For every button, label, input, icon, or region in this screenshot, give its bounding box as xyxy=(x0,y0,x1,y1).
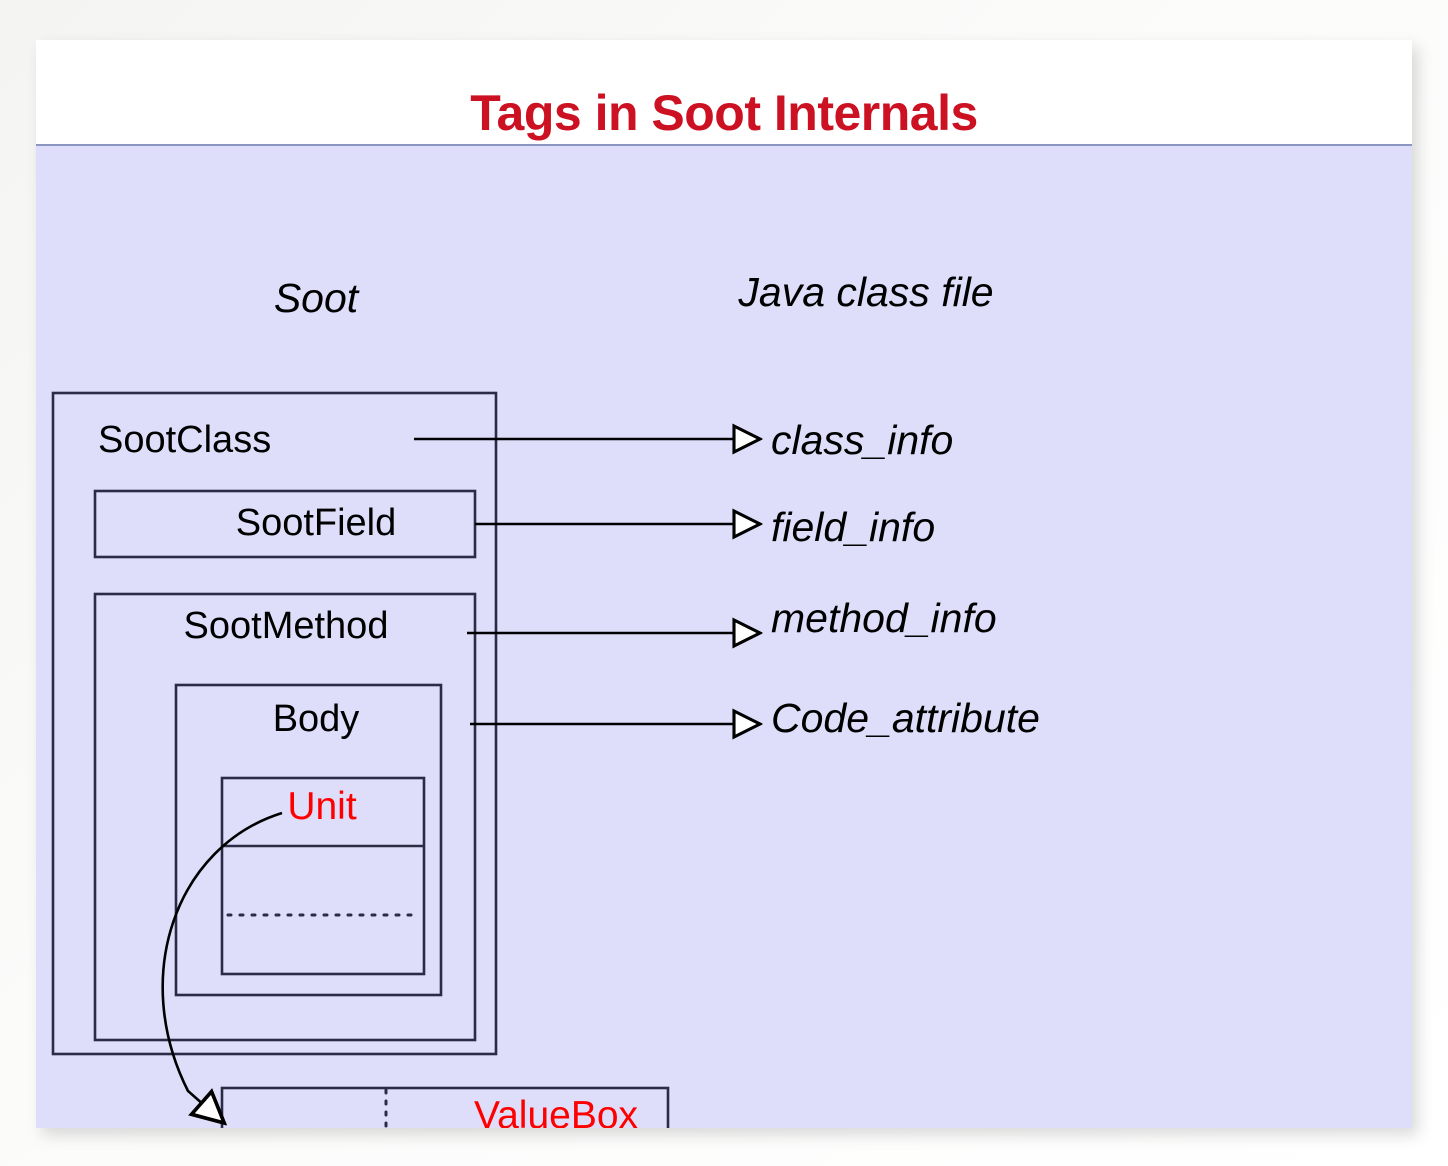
class-file-item-class-info: class_info xyxy=(771,417,954,463)
sootmethod-label: SootMethod xyxy=(183,605,389,647)
body-label: Body xyxy=(272,698,360,740)
column-header-java-class-file: Java class file xyxy=(738,269,994,315)
slide: Tags in Soot Internals xyxy=(36,40,1412,1128)
title-divider xyxy=(36,144,1412,146)
column-header-soot: Soot xyxy=(273,275,359,321)
sootclass-label: SootClass xyxy=(98,419,272,461)
page-title: Tags in Soot Internals xyxy=(470,85,978,141)
slide-body: Soot Java class file SootClass SootField… xyxy=(36,146,1412,1128)
soot-tags-diagram xyxy=(51,391,1412,1128)
sootmethod-box xyxy=(93,592,477,1042)
valuebox-label: ValueBox xyxy=(473,1094,639,1128)
class-file-item-method-info: method_info xyxy=(771,595,997,641)
sootfield-label: SootField xyxy=(235,502,397,544)
class-file-item-field-info: field_info xyxy=(771,504,936,550)
body-box xyxy=(174,683,443,997)
class-file-item-code-attribute: Code_attribute xyxy=(771,695,1040,741)
arrow-unit-to-valuebox xyxy=(161,811,283,1121)
unit-label: Unit xyxy=(287,785,357,828)
unit-box xyxy=(220,776,426,976)
slide-title-band: Tags in Soot Internals xyxy=(36,40,1412,146)
